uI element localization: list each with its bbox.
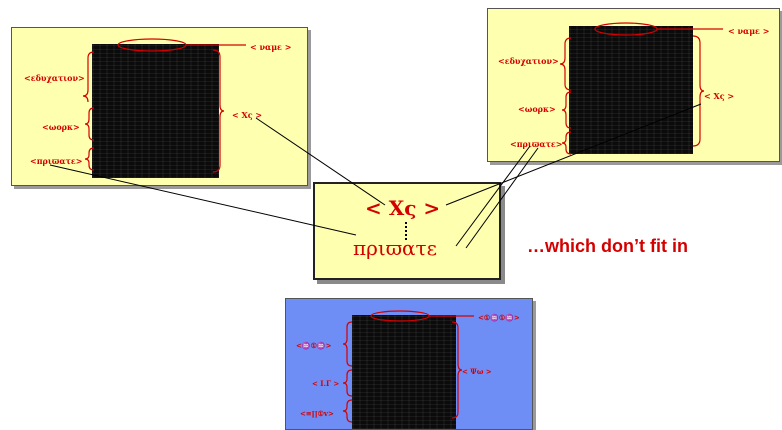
connector-right-private-b: [455, 145, 531, 247]
bottom-private-label: <≡∏①v>: [300, 409, 334, 418]
bottom-name-ellipse: [370, 310, 430, 322]
left-document-image: [92, 44, 219, 178]
connector-right-xs: [445, 103, 702, 206]
left-name-label: < ναμε >: [250, 42, 292, 52]
right-education-label: <εδυχατιον>: [498, 56, 559, 66]
left-work-bracket: [84, 107, 95, 141]
right-xs-label: < Xς >: [704, 91, 735, 101]
caption-text: …which don’t fit in: [527, 236, 688, 256]
bottom-xs-label: < Ψω >: [462, 367, 492, 376]
left-work-label: <ωορκ>: [42, 122, 80, 132]
center-private-label: πριϖατε: [353, 236, 437, 260]
bottom-document-panel: <①♒①♒> <♒①♒> < Ι.Γ > <≡∏①v> < Ψω >: [285, 298, 533, 430]
bottom-education-label: <♒①♒>: [296, 341, 332, 350]
right-work-label: <ωορκ>: [518, 104, 556, 114]
right-xs-brace: [692, 35, 705, 147]
left-xs-brace: [212, 49, 225, 173]
right-private-bracket: [561, 131, 572, 155]
bottom-document-image: [352, 315, 456, 429]
left-name-ellipse: [117, 38, 187, 52]
right-document-panel: < ναμε > <εδυχατιον> <ωορκ> <πριϖατε> < …: [487, 8, 780, 162]
connector-left-private: [49, 164, 357, 236]
bottom-edu-bracket: [342, 321, 353, 367]
left-education-label: <εδυχατιον>: [24, 73, 85, 83]
bottom-work-label: < Ι.Γ >: [312, 379, 340, 388]
left-private-bracket: [84, 147, 95, 171]
bottom-name-label: <①♒①♒>: [478, 313, 520, 322]
bottom-work-bracket: [342, 369, 353, 397]
bottom-xs-brace: [451, 321, 463, 419]
right-name-ellipse: [594, 22, 658, 36]
right-document-image: [569, 26, 693, 154]
left-private-label: <πριϖατε>: [30, 156, 83, 166]
right-private-label: <πριϖατε>: [510, 139, 563, 149]
connector-right-private-a: [465, 147, 539, 249]
connector-left-xs: [255, 117, 386, 206]
right-name-label: < ναμε >: [728, 26, 770, 36]
right-work-bracket: [561, 91, 572, 129]
left-xs-label: < Xς >: [232, 110, 263, 120]
bottom-private-bracket: [342, 399, 353, 423]
right-edu-bracket: [559, 37, 572, 91]
left-edu-bracket: [82, 51, 95, 103]
left-document-panel: < ναμε > <εδυχατιον> <ωορκ> <πριϖατε> < …: [11, 27, 308, 186]
